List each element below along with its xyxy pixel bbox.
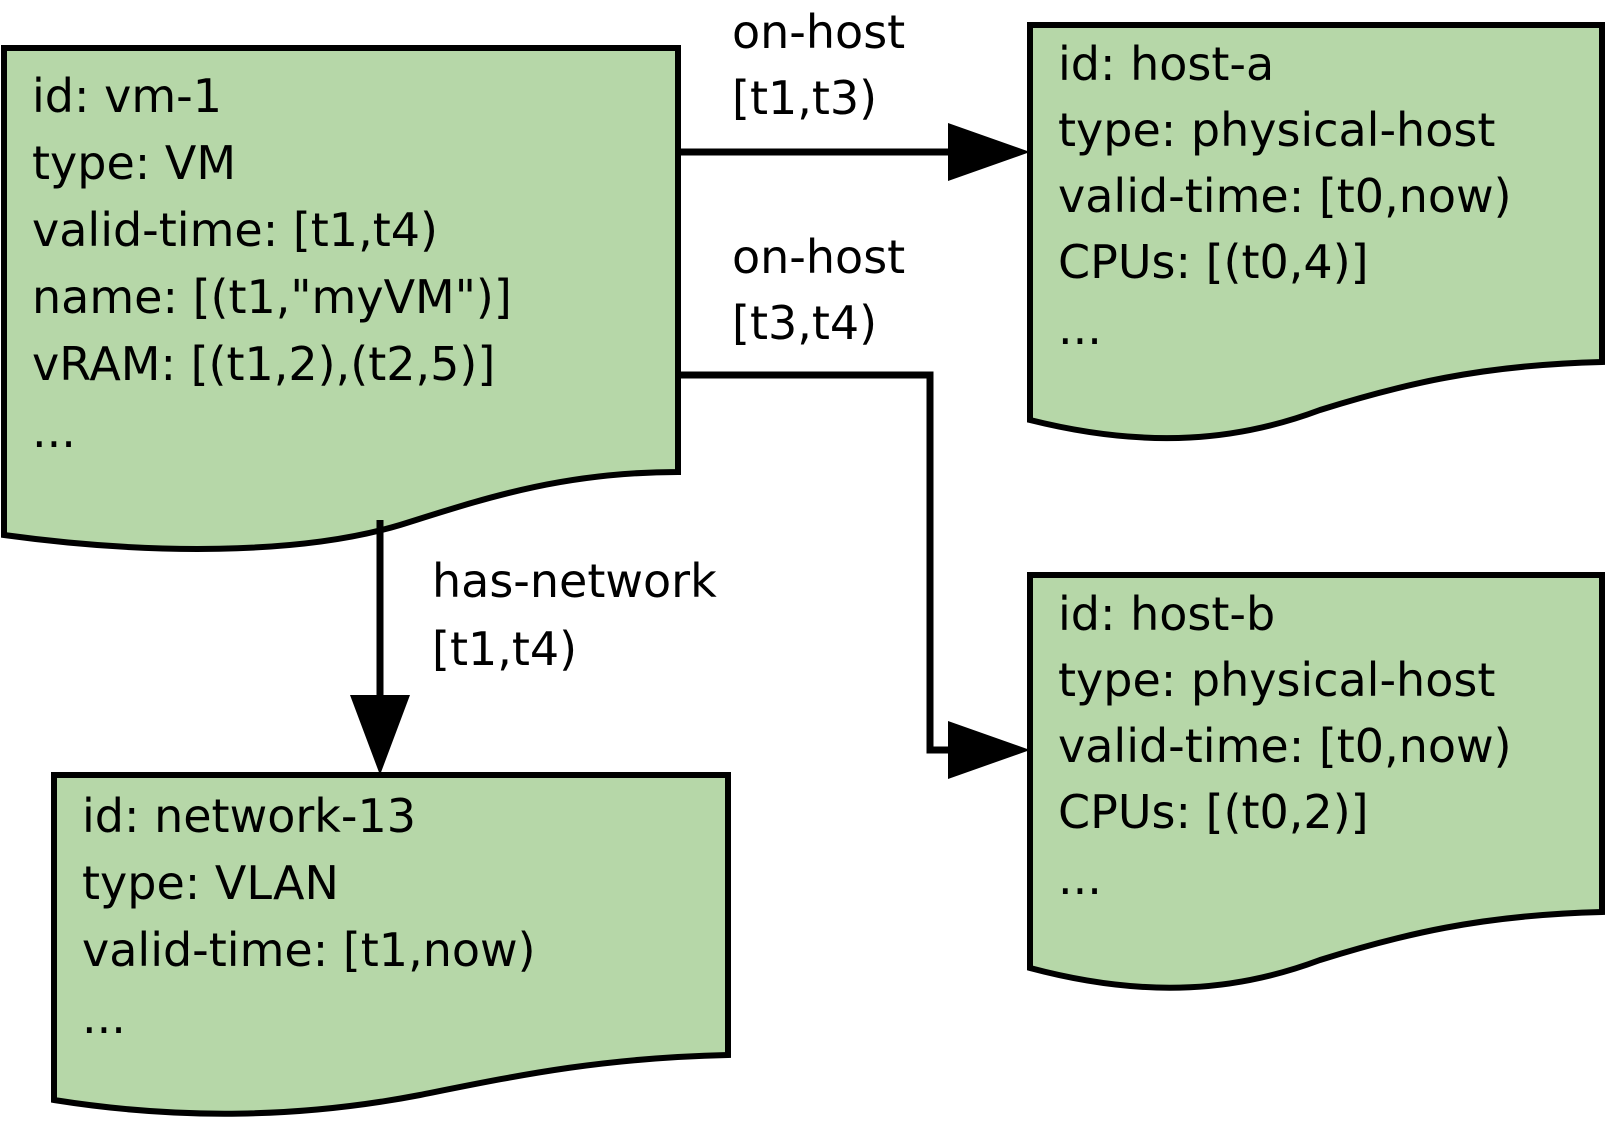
node-host-b-line-4: CPUs: [(t0,2)]: [1058, 785, 1369, 839]
node-host-a-line-1: id: host-a: [1058, 37, 1274, 91]
node-host-b-line-1: id: host-b: [1058, 587, 1275, 641]
edge-vm-host-b: on-host [t3,t4): [678, 230, 1030, 779]
node-vm-1-line-4: name: [(t1,"myVM")]: [32, 270, 512, 324]
node-vm-1: id: vm-1 type: VM valid-time: [t1,t4) na…: [0, 45, 681, 552]
node-host-a-line-3: valid-time: [t0,now): [1058, 169, 1512, 223]
node-host-a: id: host-a type: physical-host valid-tim…: [1027, 22, 1605, 442]
edge-vm-host-a: on-host [t1,t3): [678, 5, 1030, 181]
edge-vm-host-b-label: on-host: [732, 230, 905, 284]
edge-vm-host-b-arrowhead: [948, 721, 1030, 779]
node-host-a-line-5: ...: [1058, 301, 1102, 355]
node-network-13-line-2: type: VLAN: [82, 856, 339, 910]
edge-vm-network: has-network [t1,t4): [350, 520, 717, 775]
edge-vm-host-b-interval: [t3,t4): [732, 296, 877, 350]
node-host-a-line-4: CPUs: [(t0,4)]: [1058, 235, 1369, 289]
node-network-13-line-1: id: network-13: [82, 789, 416, 843]
node-vm-1-shape: [0, 45, 681, 552]
node-host-b-line-2: type: physical-host: [1058, 653, 1495, 707]
edge-vm-host-a-interval: [t1,t3): [732, 71, 877, 125]
edge-vm-host-a-label: on-host: [732, 5, 905, 59]
node-vm-1-line-3: valid-time: [t1,t4): [32, 203, 438, 257]
node-host-b-line-5: ...: [1058, 851, 1102, 905]
node-vm-1-line-5: vRAM: [(t1,2),(t2,5)]: [32, 337, 495, 391]
node-host-b-shape: [1027, 572, 1605, 991]
node-vm-1-line-2: type: VM: [32, 136, 236, 190]
node-host-b: id: host-b type: physical-host valid-tim…: [1027, 572, 1605, 991]
edge-vm-host-b-line: [678, 371, 950, 754]
edge-vm-network-interval: [t1,t4): [432, 622, 577, 676]
node-vm-1-line-1: id: vm-1: [32, 69, 222, 123]
node-vm-1-line-6: ...: [32, 404, 76, 458]
edge-vm-network-arrowhead: [350, 695, 410, 775]
node-network-13-line-3: valid-time: [t1,now): [82, 923, 536, 977]
node-host-a-line-2: type: physical-host: [1058, 103, 1495, 157]
edge-vm-host-a-arrowhead: [948, 123, 1030, 181]
node-network-13-line-4: ...: [82, 990, 126, 1044]
node-host-b-line-3: valid-time: [t0,now): [1058, 719, 1512, 773]
node-network-13-shape: [51, 772, 731, 1117]
node-host-a-shape: [1027, 22, 1605, 442]
node-network-13: id: network-13 type: VLAN valid-time: [t…: [51, 772, 731, 1117]
edge-vm-network-label: has-network: [432, 554, 717, 608]
